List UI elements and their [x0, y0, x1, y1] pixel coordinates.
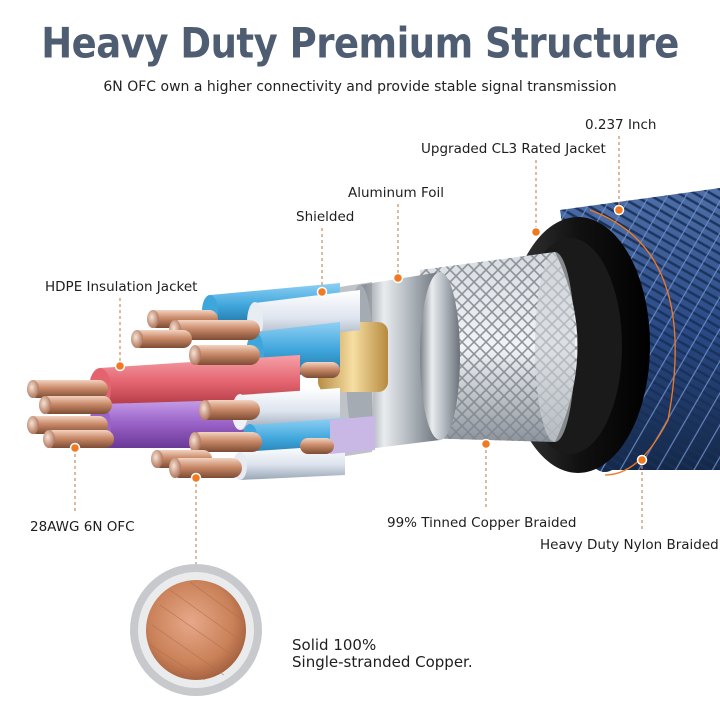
copper-sample-disc	[130, 564, 262, 696]
copper-conductors	[27, 310, 340, 478]
tinned-copper-braid	[420, 252, 578, 442]
label-hdpe-insulation: HDPE Insulation Jacket	[45, 279, 198, 295]
label-diameter: 0.237 Inch	[585, 117, 657, 133]
label-shielded: Shielded	[296, 209, 355, 225]
diameter-arc	[589, 209, 676, 476]
leader-lines	[74, 136, 643, 572]
copper-note: Solid 100% Single-stranded Copper.	[292, 637, 473, 671]
copper-note-line2: Single-stranded Copper.	[292, 653, 473, 671]
label-nylon-braided: Heavy Duty Nylon Braided	[540, 537, 719, 553]
label-tinned-copper: 99% Tinned Copper Braided	[387, 515, 577, 531]
label-28awg: 28AWG 6N OFC	[30, 519, 135, 535]
page-subtitle: 6N OFC own a higher connectivity and pro…	[103, 79, 617, 95]
label-cl3-jacket: Upgraded CL3 Rated Jacket	[421, 141, 606, 157]
page-title: Heavy Duty Premium Structure	[41, 19, 679, 68]
copper-note-line1: Solid 100%	[292, 636, 377, 654]
label-aluminum-foil: Aluminum Foil	[348, 185, 445, 201]
callout-dots	[69, 204, 648, 484]
